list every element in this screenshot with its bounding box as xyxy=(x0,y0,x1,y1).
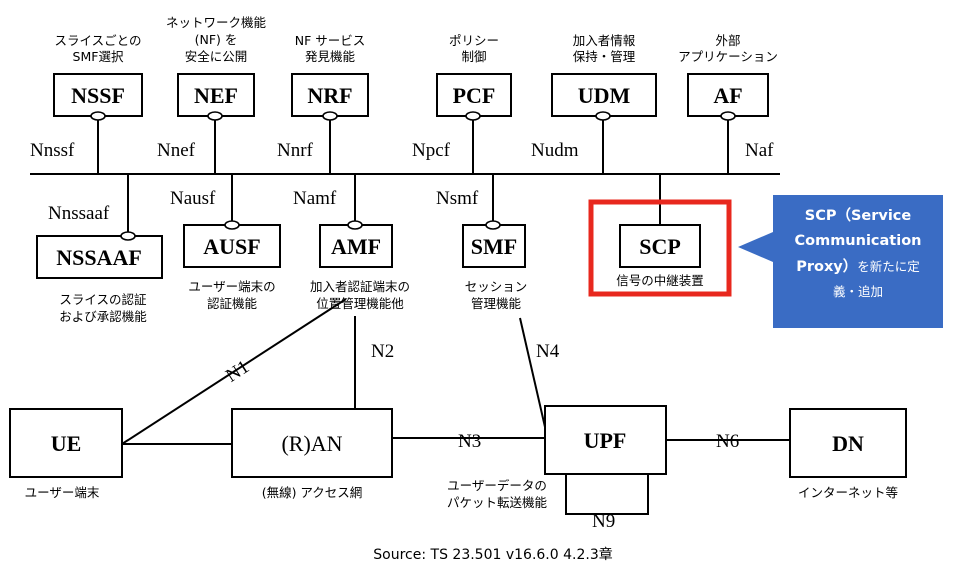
nef-desc-2: (NF) を xyxy=(195,32,238,47)
pcf-label: PCF xyxy=(453,83,496,108)
scp-label: SCP xyxy=(639,234,681,259)
smf-desc-2: 管理機能 xyxy=(471,296,522,311)
source-caption: Source: TS 23.501 v16.6.0 4.2.3章 xyxy=(373,546,612,563)
iface-n6: N6 xyxy=(716,431,739,452)
nssaaf-desc-2: および承認機能 xyxy=(59,309,147,324)
nrf-label: NRF xyxy=(307,83,352,108)
nssaaf-box xyxy=(36,235,163,279)
ran-box xyxy=(231,408,393,478)
nrf-box xyxy=(291,73,369,117)
ausf-desc-1: ユーザー端末の xyxy=(188,279,275,294)
nssaaf-label: NSSAAF xyxy=(56,245,142,270)
nrf-connector xyxy=(322,111,338,121)
callout-line-2: Communication xyxy=(794,233,921,249)
n4-line xyxy=(519,317,546,428)
ran-label: (R)AN xyxy=(281,431,342,456)
iface-nausf: Nausf xyxy=(170,188,216,209)
scp-callout: SCP（Service Communication Proxy）を新たに定 義・… xyxy=(738,195,943,328)
ue-desc: ユーザー端末 xyxy=(25,485,100,500)
iface-n2: N2 xyxy=(371,341,394,362)
dn-box xyxy=(789,408,907,478)
af-desc-2: アプリケーション xyxy=(678,49,778,64)
ausf-box xyxy=(183,224,281,268)
iface-nnssf: Nnssf xyxy=(30,140,75,161)
ue-label: UE xyxy=(51,431,82,456)
iface-n1: N1 xyxy=(222,356,253,386)
iface-n4: N4 xyxy=(536,341,560,362)
upf-desc-1: ユーザーデータの xyxy=(447,478,547,493)
callout-line-1: SCP（Service xyxy=(805,206,912,224)
iface-namf: Namf xyxy=(293,188,337,209)
ran-desc: (無線) アクセス網 xyxy=(262,485,363,500)
nef-connector xyxy=(207,111,223,121)
ue-box xyxy=(9,408,123,478)
iface-naf: Naf xyxy=(745,140,774,161)
nrf-desc-2: 発見機能 xyxy=(305,49,356,64)
upf-label: UPF xyxy=(584,428,627,453)
nssaaf-connector xyxy=(120,231,136,241)
iface-nnssaaf: Nnssaaf xyxy=(48,203,110,224)
iface-nudm: Nudm xyxy=(531,140,579,161)
nef-desc-3: 安全に公開 xyxy=(185,49,248,64)
iface-n9: N9 xyxy=(592,511,615,532)
callout-line-3: Proxy）を新たに定 xyxy=(796,257,920,275)
af-connector xyxy=(720,111,736,121)
callout-line-3b: を新たに定 xyxy=(857,259,920,274)
udm-box xyxy=(551,73,657,117)
nssf-desc-2: SMF選択 xyxy=(73,49,124,64)
ausf-connector xyxy=(224,220,240,230)
nssf-desc-1: スライスごとの xyxy=(54,33,141,48)
dn-label: DN xyxy=(832,431,864,456)
callout-shape xyxy=(738,195,943,328)
iface-nnef: Nnef xyxy=(157,140,196,161)
amf-connector xyxy=(347,220,363,230)
upf-desc-2: パケット転送機能 xyxy=(447,495,548,510)
dn-desc: インターネット等 xyxy=(798,485,898,500)
nef-box xyxy=(177,73,255,117)
callout-line-3a: Proxy） xyxy=(796,257,857,275)
nrf-desc-1: NF サービス xyxy=(295,33,366,48)
pcf-box xyxy=(436,73,512,117)
pcf-desc-1: ポリシー xyxy=(449,33,499,48)
iface-npcf: Npcf xyxy=(412,140,451,161)
af-label: AF xyxy=(713,83,742,108)
af-desc-1: 外部 xyxy=(715,33,740,48)
smf-desc-1: セッション xyxy=(465,279,528,294)
iface-n3: N3 xyxy=(458,431,481,452)
n1-line xyxy=(121,298,347,445)
iface-nnrf: Nnrf xyxy=(277,140,314,161)
nssf-connector xyxy=(90,111,106,121)
nef-label: NEF xyxy=(194,83,238,108)
callout-line-4: 義・追加 xyxy=(833,284,883,299)
smf-label: SMF xyxy=(471,234,517,259)
amf-label: AMF xyxy=(331,234,381,259)
udm-label: UDM xyxy=(578,83,631,108)
amf-desc-2: 位置管理機能他 xyxy=(316,296,404,311)
nssaaf-desc-1: スライスの認証 xyxy=(59,292,147,307)
upf-box xyxy=(544,405,667,475)
af-box xyxy=(687,73,769,117)
smf-connector xyxy=(485,220,501,230)
udm-connector xyxy=(595,111,611,121)
pcf-connector xyxy=(465,111,481,121)
ausf-label: AUSF xyxy=(203,234,260,259)
nef-desc-1: ネットワーク機能 xyxy=(166,15,267,30)
udm-desc-2: 保持・管理 xyxy=(573,49,636,64)
scp-desc: 信号の中継装置 xyxy=(616,273,704,288)
nssf-label: NSSF xyxy=(71,83,125,108)
n9-loop xyxy=(565,474,649,515)
scp-box xyxy=(619,224,701,268)
scp-highlight xyxy=(588,199,732,297)
ausf-desc-2: 認証機能 xyxy=(207,296,258,311)
pcf-desc-2: 制御 xyxy=(461,49,486,64)
iface-nsmf: Nsmf xyxy=(436,188,479,209)
smf-box xyxy=(462,224,526,268)
udm-desc-1: 加入者情報 xyxy=(573,33,636,48)
amf-desc-1: 加入者認証端末の xyxy=(310,279,410,294)
